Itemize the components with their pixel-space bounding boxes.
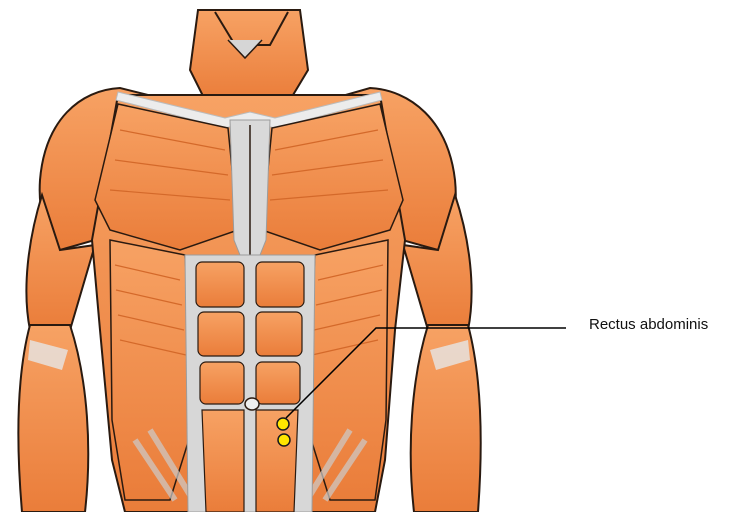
- navel: [245, 398, 259, 410]
- left-forearm: [18, 325, 88, 512]
- right-oblique: [305, 240, 388, 500]
- right-forearm: [411, 325, 481, 512]
- right-pectoral: [262, 104, 403, 250]
- left-pectoral: [95, 104, 238, 250]
- electrode-dot-upper: [277, 418, 289, 430]
- neck: [190, 10, 308, 100]
- left-oblique: [110, 240, 195, 500]
- rectus-abdominis-label: Rectus abdominis: [589, 316, 708, 333]
- electrode-dot-lower: [278, 434, 290, 446]
